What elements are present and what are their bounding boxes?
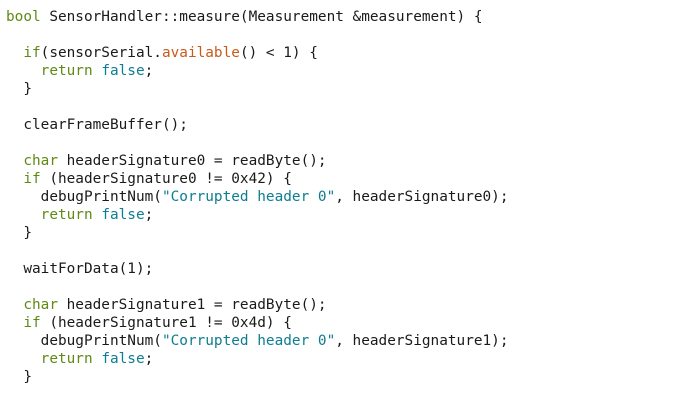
keyword-token: if — [23, 171, 41, 187]
literal-token: "Corrupted header 0" — [161, 333, 336, 349]
code-token: (headerSignature1 != 0x4d) { — [40, 315, 292, 331]
code-line: char headerSignature0 = readByte(); — [6, 152, 327, 170]
code-token: } — [6, 81, 32, 97]
code-line: clearFrameBuffer(); — [6, 116, 188, 134]
keyword-token: return — [40, 351, 93, 367]
code-token: , headerSignature1); — [335, 333, 509, 349]
code-line: bool SensorHandler::measure(Measurement … — [6, 8, 483, 26]
code-token: headerSignature0 = readByte(); — [57, 153, 327, 169]
keyword-token: return — [40, 63, 93, 79]
code-line: } — [6, 368, 32, 386]
code-line: char headerSignature1 = readByte(); — [6, 296, 327, 314]
code-token: SensorHandler::measure(Measurement &meas… — [40, 9, 483, 25]
code-line: return false; — [6, 350, 154, 368]
code-token: , headerSignature0); — [335, 189, 509, 205]
code-token: debugPrintNum( — [6, 333, 162, 349]
code-token: } — [6, 225, 32, 241]
code-token: waitForData(1); — [6, 261, 154, 277]
code-line: return false; — [6, 206, 154, 224]
code-line: return false; — [6, 62, 154, 80]
code-token: (headerSignature0 != 0x42) { — [40, 171, 292, 187]
keyword-token: if — [23, 315, 41, 331]
keyword-token: char — [23, 153, 58, 169]
code-token — [93, 207, 102, 223]
code-token: ; — [144, 351, 154, 367]
code-line: } — [6, 80, 32, 98]
code-token — [93, 63, 102, 79]
literal-token: "Corrupted header 0" — [161, 189, 336, 205]
code-token — [6, 63, 41, 79]
code-token: () < 1) { — [239, 45, 318, 61]
code-token: (sensorSerial. — [40, 45, 162, 61]
code-token: headerSignature1 = readByte(); — [57, 297, 327, 313]
literal-token: false — [101, 207, 145, 223]
keyword-token: bool — [6, 9, 41, 25]
code-token — [93, 351, 102, 367]
code-line: } — [6, 224, 32, 242]
code-token: } — [6, 369, 32, 385]
keyword-token: char — [23, 297, 58, 313]
literal-token: false — [101, 351, 145, 367]
code-token — [6, 45, 23, 61]
code-token — [6, 351, 41, 367]
code-token: ; — [144, 207, 154, 223]
code-token: ; — [144, 63, 154, 79]
code-token — [6, 315, 23, 331]
keyword-token: return — [40, 207, 93, 223]
code-line: debugPrintNum("Corrupted header 0", head… — [6, 332, 509, 350]
code-line: waitForData(1); — [6, 260, 153, 278]
code-token — [6, 171, 23, 187]
code-token — [6, 297, 23, 313]
keyword-token: if — [23, 45, 41, 61]
code-token — [6, 153, 23, 169]
code-token: clearFrameBuffer(); — [6, 117, 188, 133]
code-line: if (headerSignature1 != 0x4d) { — [6, 314, 292, 332]
code-line: debugPrintNum("Corrupted header 0", head… — [6, 188, 509, 206]
code-line: if (headerSignature0 != 0x42) { — [6, 170, 292, 188]
method-token: available — [161, 45, 240, 61]
literal-token: false — [101, 63, 145, 79]
code-line: if(sensorSerial.available() < 1) { — [6, 44, 318, 62]
code-token: debugPrintNum( — [6, 189, 162, 205]
code-token — [6, 207, 41, 223]
